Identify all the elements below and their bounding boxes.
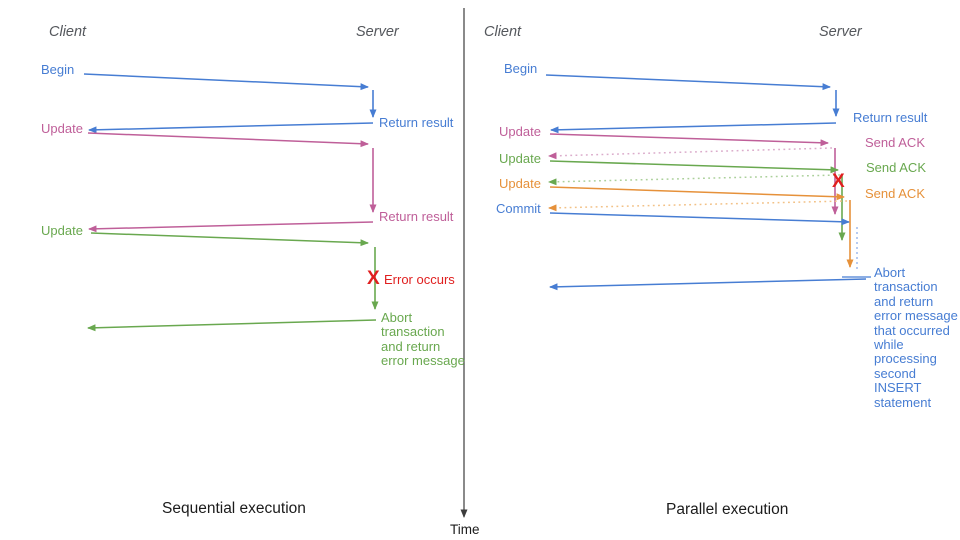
time-axis-label: Time xyxy=(450,522,480,537)
left-return-result-2-label: Return result xyxy=(379,209,454,224)
left-return-result-1-arrow xyxy=(88,122,374,134)
left-client-header: Client xyxy=(49,24,87,40)
left-server-header: Server xyxy=(356,24,399,40)
left-update-2-request-arrow xyxy=(90,232,369,247)
right-server-header: Server xyxy=(819,24,862,40)
left-error-x-icon: X xyxy=(367,268,380,289)
right-return-result-arrow xyxy=(550,122,837,134)
left-begin-label: Begin xyxy=(41,62,75,77)
right-begin-label: Begin xyxy=(504,61,538,76)
left-panel-title: Sequential execution xyxy=(162,500,306,517)
left-return-result-2-arrow xyxy=(88,221,374,233)
left-update-1-label: Update xyxy=(41,121,83,136)
left-error-label: Error occurs xyxy=(384,272,455,287)
right-send-ack-1-arrow xyxy=(548,147,833,160)
right-update-1-label: Update xyxy=(499,124,541,139)
left-begin-request-arrow xyxy=(83,73,369,91)
left-update-1-request-arrow xyxy=(87,132,369,148)
left-abort-label: Abort transaction and return error messa… xyxy=(381,310,465,369)
right-send-ack-2-label: Send ACK xyxy=(866,160,926,175)
right-client-header: Client xyxy=(484,24,522,40)
right-abort-label: Abort transaction and return error messa… xyxy=(874,265,958,410)
right-update-3-label: Update xyxy=(499,176,541,191)
right-update-2-label: Update xyxy=(499,151,541,166)
right-commit-label: Commit xyxy=(496,201,541,216)
right-panel-title: Parallel execution xyxy=(666,501,789,518)
right-send-ack-2-arrow xyxy=(548,174,841,186)
left-update-2-label: Update xyxy=(41,223,83,238)
left-abort-return-arrow xyxy=(87,319,377,332)
left-return-result-1-label: Return result xyxy=(379,115,454,130)
right-send-ack-1-label: Send ACK xyxy=(865,135,925,150)
right-abort-return-arrow xyxy=(549,278,867,291)
right-begin-request-arrow xyxy=(545,74,831,91)
right-send-ack-3-arrow xyxy=(548,200,848,212)
right-update-1-request-arrow xyxy=(549,133,829,147)
right-return-result-label: Return result xyxy=(853,110,928,125)
right-send-ack-3-label: Send ACK xyxy=(865,186,925,201)
right-update-2-request-arrow xyxy=(549,160,839,174)
right-update-3-request-arrow xyxy=(549,186,845,201)
right-commit-request-arrow xyxy=(549,212,850,226)
right-error-x-icon: X xyxy=(832,171,845,192)
